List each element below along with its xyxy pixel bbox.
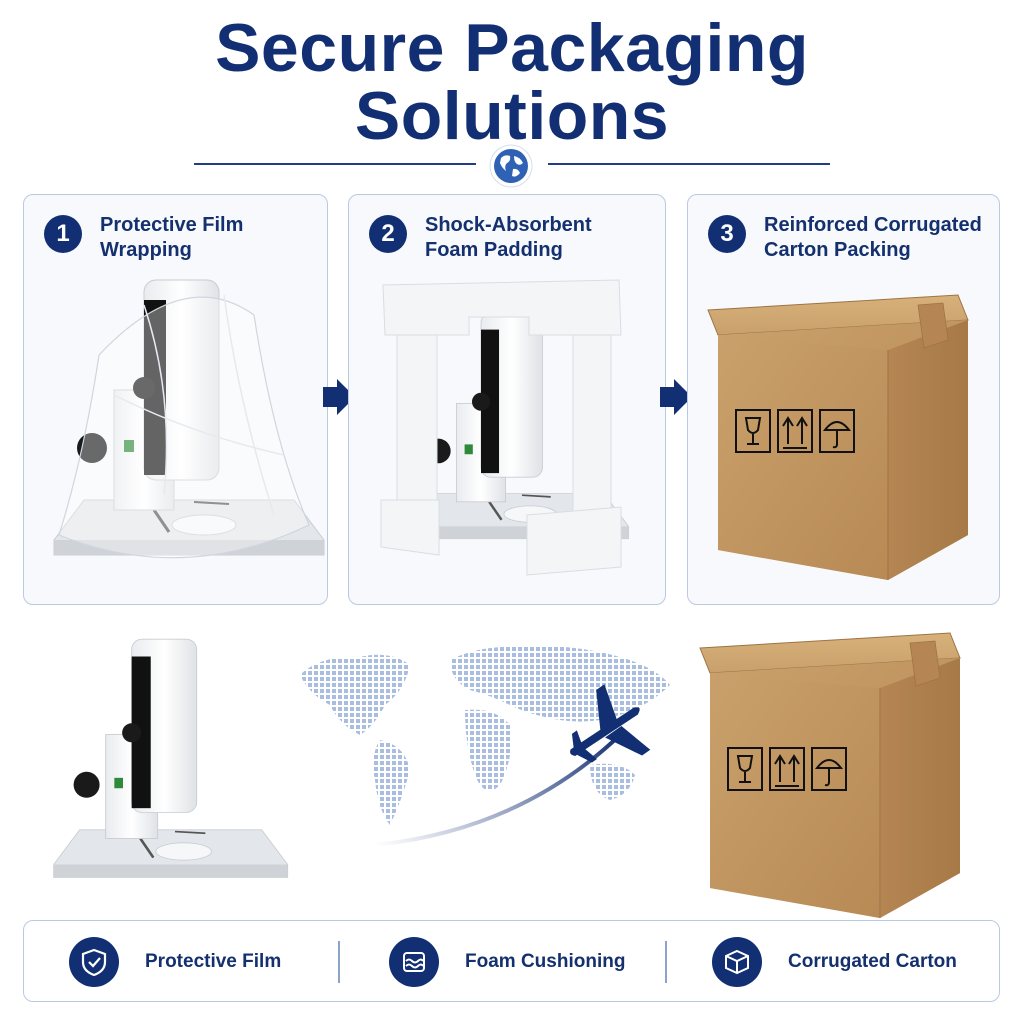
- feature-label: Protective Film: [145, 951, 282, 972]
- step-title: Protective Film Wrapping: [100, 214, 244, 261]
- chevron-right-icon: [660, 379, 694, 415]
- globe-icon: [489, 144, 533, 188]
- feature-separator: [665, 941, 667, 983]
- airplane-icon: [570, 684, 651, 763]
- step-card-foam-padding: 2 Shock-Absorbent Foam Padding: [348, 194, 666, 605]
- title-divider-right: [548, 163, 830, 165]
- step-title: Shock-Absorbent Foam Padding: [425, 214, 592, 261]
- step-number: 1: [44, 215, 82, 253]
- step-card-film-wrapping: 1 Protective Film Wrapping: [23, 194, 328, 605]
- shield-check-icon: [69, 937, 119, 987]
- world-map-with-airplane-illustration: [300, 646, 670, 847]
- feature-bar: Protective Film Foam Cushioning Corrugat…: [23, 920, 1000, 1002]
- wave-cushion-icon: [389, 937, 439, 987]
- feature-protective-film: Protective Film: [69, 921, 281, 1003]
- step-number: 3: [708, 215, 746, 253]
- feature-corrugated-carton: Corrugated Carton: [712, 921, 957, 1003]
- chevron-right-icon: [323, 379, 357, 415]
- foam-padded-microscope-illustration: [380, 279, 630, 576]
- title-divider-left: [194, 163, 476, 165]
- title-line-2: Solutions: [354, 78, 670, 154]
- feature-label: Corrugated Carton: [788, 951, 957, 972]
- page-title: Secure Packaging Solutions: [0, 14, 1024, 150]
- microscope-illustration: [52, 637, 289, 879]
- step-title: Reinforced Corrugated Carton Packing: [764, 214, 982, 261]
- title-line-1: Secure Packaging: [215, 10, 809, 86]
- feature-separator: [338, 941, 340, 983]
- film-wrapped-microscope-illustration: [52, 278, 326, 559]
- step-card-carton-packing: 3 Reinforced Corrugated Carton Packing: [687, 194, 1000, 605]
- cardboard-box-illustration: [699, 632, 961, 919]
- feature-foam-cushioning: Foam Cushioning: [389, 921, 625, 1003]
- box-icon: [712, 937, 762, 987]
- step-number: 2: [369, 215, 407, 253]
- cardboard-box-illustration: [707, 294, 969, 581]
- feature-label: Foam Cushioning: [465, 951, 626, 972]
